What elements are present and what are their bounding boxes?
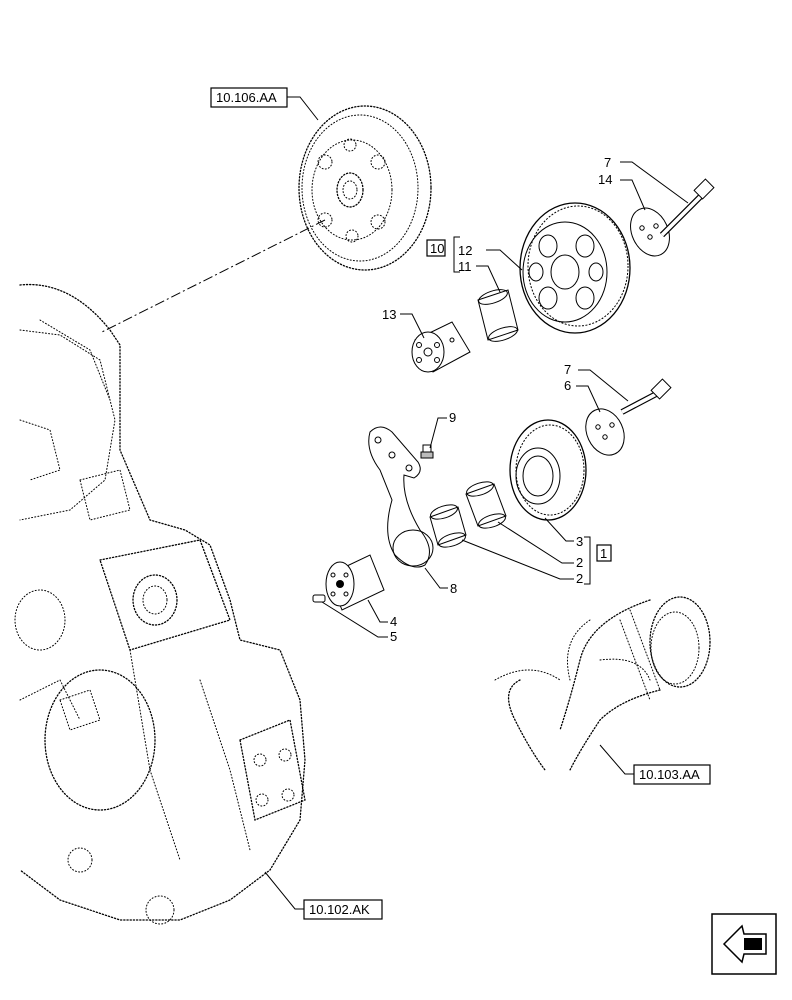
callout-13: 13 (382, 307, 396, 322)
bracket-8 (368, 426, 434, 568)
callout-6: 6 (564, 378, 571, 393)
callout-7-lower: 7 (564, 362, 571, 377)
callout-12: 12 (458, 243, 472, 258)
bushing-11 (477, 289, 519, 342)
leader-lines (264, 96, 689, 910)
pin-5 (312, 594, 326, 603)
hub-13 (411, 321, 471, 373)
washer-6 (585, 408, 625, 456)
timing-gear-large (298, 105, 432, 271)
callouts: 7 14 12 11 13 7 6 9 3 2 2 8 4 5 (382, 155, 612, 644)
group-box-10: 10 (426, 239, 446, 257)
callout-3: 3 (576, 534, 583, 549)
callout-5: 5 (390, 629, 397, 644)
ref-box-housing[interactable]: 10.102.AK (303, 899, 383, 920)
callout-9: 9 (449, 410, 456, 425)
front-housing (14, 283, 306, 925)
callout-4: 4 (390, 614, 397, 629)
ref-label-housing: 10.102.AK (309, 902, 370, 917)
callout-14: 14 (598, 172, 612, 187)
bolt-7-lower (620, 378, 672, 415)
crankshaft (494, 596, 711, 771)
bolt-7-upper (659, 178, 715, 238)
group-box-1: 1 (596, 544, 612, 562)
idler-gear-upper (519, 202, 631, 334)
callout-8: 8 (450, 581, 457, 596)
ref-box-top-gear[interactable]: 10.106.AA (210, 87, 288, 108)
ref-box-crankshaft[interactable]: 10.103.AA (633, 764, 711, 785)
callout-11: 11 (458, 259, 472, 274)
ref-label-top-gear: 10.106.AA (216, 90, 277, 105)
washer-14 (630, 207, 670, 257)
callout-2-a: 2 (576, 555, 583, 570)
callout-7-upper: 7 (604, 155, 611, 170)
group-label-1: 1 (600, 546, 607, 561)
group-label-10: 10 (430, 241, 444, 256)
bolt-9 (420, 444, 434, 459)
callout-2-b: 2 (576, 571, 583, 586)
ref-label-crankshaft: 10.103.AA (639, 767, 700, 782)
idler-gear-lower (509, 419, 587, 521)
hub-4 (325, 554, 385, 611)
bushing-2-b (429, 504, 467, 548)
next-page-arrow-icon[interactable] (711, 913, 777, 975)
bushing-2-a (465, 481, 507, 529)
